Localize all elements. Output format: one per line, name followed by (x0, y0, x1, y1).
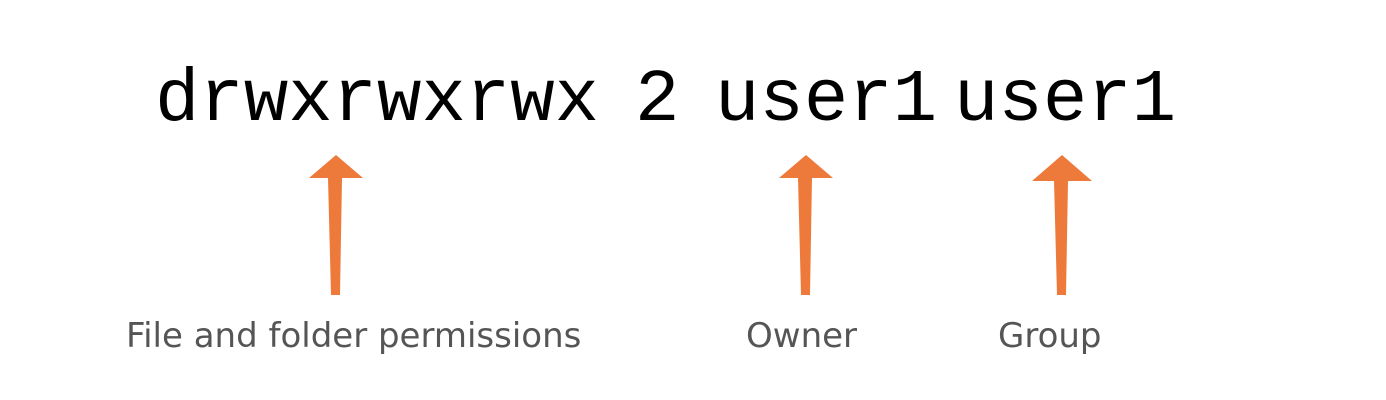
group-caption: Group (998, 316, 1102, 356)
link-count: 2 (635, 59, 680, 143)
group-up-arrow-icon (1032, 155, 1092, 295)
owner-caption: Owner (746, 316, 858, 356)
permissions-string: drwxrwxrwx (155, 59, 600, 143)
group-name: user1 (954, 59, 1177, 143)
owner-up-arrow-icon (779, 155, 833, 295)
owner-name: user1 (715, 59, 938, 143)
permissions-up-arrow-icon (309, 155, 363, 295)
permissions-caption: File and folder permissions (126, 316, 582, 356)
